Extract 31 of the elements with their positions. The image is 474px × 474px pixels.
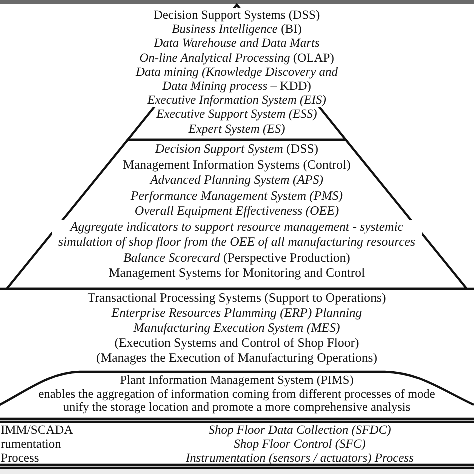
pyramid-layer (0, 419, 474, 469)
layer-text: Decision Support System (DSS) (155, 142, 319, 158)
layer-text: Transactional Processing Systems (Support to Operations) (88, 291, 386, 306)
layer-text: On-line Analytical Processing (OLAP) (140, 50, 334, 65)
layer-text: (Execution Systems and Control of Shop Floor) (114, 336, 360, 351)
layer-text: enables the aggregation of information coming from different processes of mode unify the storage location and promote a more comprehensive analysis (37, 388, 437, 414)
layer-text: Balance Scorecard (Perspective Production) (124, 250, 350, 266)
layer-text: Process (1, 451, 40, 465)
pyramid-layer (7, 140, 467, 289)
layer-text: Shop Floor Data Collection (SFDC) (208, 423, 392, 437)
layer-text: Decision Support Systems (DSS) (154, 8, 320, 22)
pyramid-layer (128, 5, 346, 140)
layer-text: Instrumentation (sensors / actuators) Process (185, 451, 415, 465)
layer-text: Shop Floor Control (SFC) (233, 437, 367, 451)
layer-text: Aggregate indicators to support resource management - systemic simulation of shop floor from the OEE of all manufacturing resources (52, 220, 422, 250)
layer-text: Plant Information Management System (PIMS) (120, 374, 354, 388)
layer-text: Enterprise Resources Plamming (ERP) Planning (112, 306, 362, 321)
layer-text: Executive Support System (ESS) (156, 107, 318, 122)
layer-text: Business Intelligence (BI) (172, 22, 302, 36)
layer-text: Expert System (ES) (188, 122, 286, 136)
layer-text: Performance Management System (PMS) (130, 188, 344, 204)
layer-text: Advanced Planning System (APS) (150, 173, 324, 188)
layer-text: rumentation (1, 437, 62, 451)
layer-text: Executive Information System (EIS) (148, 93, 326, 108)
layer-text: Management Systems for Monitoring and Control (108, 266, 366, 282)
layer-text: (Manages the Execution of Manufacturing Operations) (96, 351, 378, 366)
layer-text: Overall Equipment Effectiveness (OEE) (134, 204, 340, 220)
layer-text: Management Information Systems (Control) (123, 158, 351, 173)
layer-text: Data Warehouse and Data Marts (154, 36, 320, 51)
layer-text: Manufacturing Execution System (MES) (134, 321, 340, 336)
layer-text: IMM/SCADA (1, 423, 74, 437)
